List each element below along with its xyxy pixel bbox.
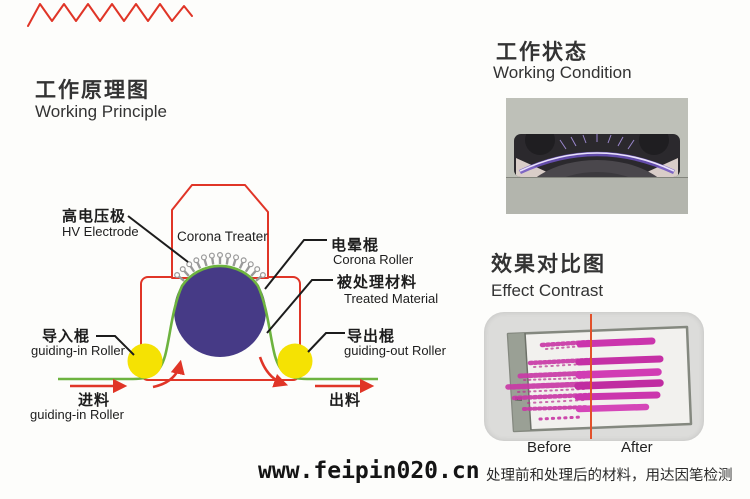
effect-contrast-photo: [484, 312, 704, 441]
after-label: After: [621, 439, 653, 456]
watermark-text: www.feipin020.cn: [258, 458, 480, 484]
pointer-treated-material: [266, 279, 333, 334]
guiding-in-label-zh: 导入棍: [42, 328, 91, 345]
working-condition-photo: [506, 98, 688, 214]
effect-contrast-title-en: Effect Contrast: [491, 281, 604, 300]
wrap-in-arrow: [152, 359, 185, 389]
pointer-guiding-in: [96, 335, 135, 356]
corona-treater-diagram: [58, 184, 378, 394]
effect-contrast-caption: 处理前和处理后的材料，用达因笔检测: [486, 468, 733, 484]
red-zigzag-decoration: [27, 3, 193, 27]
corona-roller-label-zh: 电晕棍: [331, 237, 380, 254]
effect-contrast-title-zh: 效果对比图: [491, 253, 606, 276]
treated-material-web: [58, 264, 378, 381]
machine-lower-panel: [506, 177, 688, 214]
pointer-corona-roller: [264, 239, 327, 290]
working-condition-title-en: Working Condition: [493, 63, 632, 82]
treated-material-label-en: Treated Material: [344, 291, 439, 306]
before-label: Before: [527, 439, 572, 456]
feed-in-label-en: guiding-in Roller: [30, 407, 124, 422]
hv-electrode-pins: [174, 251, 266, 282]
working-principle-title-en: Working Principle: [35, 102, 167, 121]
guiding-out-label-zh: 导出棍: [347, 328, 396, 345]
corona-roller-label-en: Corona Roller: [333, 252, 414, 267]
hood-label: Corona Treater: [177, 229, 268, 244]
hv-electrode-label-en: HV Electrode: [62, 224, 139, 239]
corona-discharge-window: [514, 134, 680, 177]
corona-roller-circle: [174, 265, 266, 357]
working-condition-title-zh: 工作状态: [496, 41, 588, 64]
wrap-out-arrow: [258, 356, 289, 388]
dyne-test-scene: [505, 314, 693, 439]
corona-discharge-scene: [516, 134, 678, 177]
guiding-out-label-en: guiding-out Roller: [344, 343, 446, 358]
treated-material-label-zh: 被处理材料: [337, 274, 418, 291]
feed-in-label-zh: 进料: [78, 392, 111, 409]
pointer-hv-electrode: [127, 215, 189, 263]
guiding-in-label-en: guiding-in Roller: [31, 343, 125, 358]
hv-electrode-label-zh: 高电压极: [62, 208, 127, 225]
guiding-in-roller-circle: [127, 343, 163, 379]
treater-hood-outline: [171, 184, 269, 279]
pointer-guiding-out: [307, 332, 345, 353]
working-principle-title-zh: 工作原理图: [35, 79, 150, 102]
guiding-out-roller-circle: [277, 343, 313, 379]
feed-out-label-zh: 出料: [329, 392, 362, 409]
